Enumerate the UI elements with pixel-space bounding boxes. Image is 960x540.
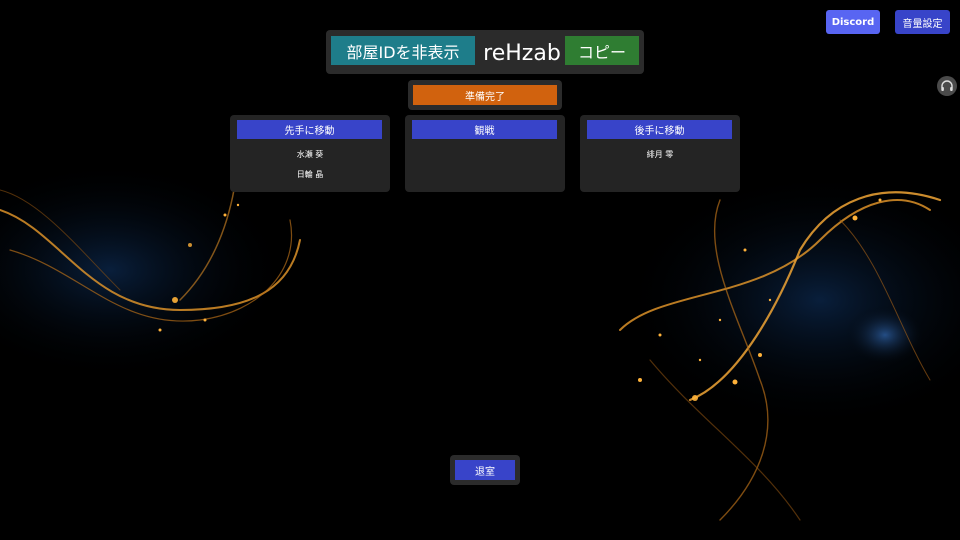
room-id-bar: 部屋IDを非表示 reHzab コピー [326,30,644,74]
discord-button[interactable]: Discord [826,10,880,34]
exit-room-button[interactable]: 退室 [455,460,515,480]
ready-button[interactable]: 準備完了 [413,85,557,105]
first-player-panel: 先手に移動 水瀬 葵 日輪 晶 [230,115,390,192]
move-to-first-button[interactable]: 先手に移動 [237,120,382,139]
move-to-second-button[interactable]: 後手に移動 [587,120,732,139]
spectate-panel: 観戦 [405,115,565,192]
spectate-button[interactable]: 観戦 [412,120,557,139]
exit-container: 退室 [450,455,520,485]
player-name: 日輪 晶 [296,170,324,179]
ready-container: 準備完了 [408,80,562,110]
copy-room-id-button[interactable]: コピー [565,36,639,65]
player-name: 緋月 零 [646,150,674,159]
second-player-panel: 後手に移動 緋月 零 [580,115,740,192]
hide-room-id-button[interactable]: 部屋IDを非表示 [331,36,475,65]
player-name: 水瀬 葵 [296,150,324,159]
headphone-icon[interactable] [937,76,957,96]
volume-settings-button[interactable]: 音量設定 [895,10,950,34]
headphone-glyph [941,80,953,91]
room-id-text: reHzab [483,40,561,66]
